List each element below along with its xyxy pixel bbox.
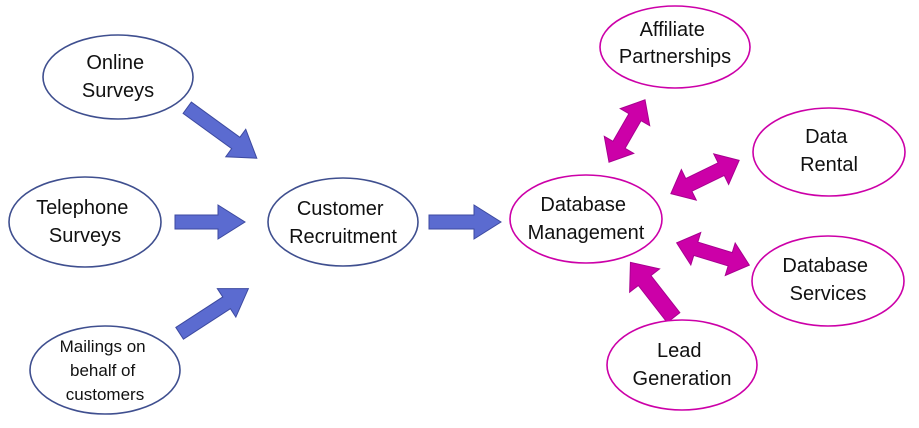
svg-text:Customer Recruitment: Customer Recruitment	[289, 198, 397, 248]
arrow-database-services	[675, 231, 751, 277]
node-label-line: Surveys	[49, 225, 121, 247]
svg-text:Affiliate Partnerships: Affiliate Partnerships	[619, 19, 731, 68]
node-label-line: behalf of	[70, 361, 135, 380]
node-database-services: Database Services	[751, 235, 905, 327]
node-label-line: Online	[86, 52, 144, 74]
node-label-line: Partnerships	[619, 46, 731, 68]
arrow-database-affiliate	[603, 99, 651, 163]
node-label-line: Recruitment	[289, 226, 397, 248]
node-label-line: Lead	[657, 340, 702, 362]
node-mailings-on-behalf: Mailings on behalf of customers	[29, 325, 181, 415]
node-customer-recruitment: Customer Recruitment	[267, 177, 419, 267]
node-database-management: Database Management	[509, 174, 663, 264]
arrow-recruitment-to-database	[428, 204, 502, 240]
node-affiliate-partnerships: Affiliate Partnerships	[599, 5, 751, 89]
arrow-database-data-rental	[670, 153, 740, 201]
svg-text:Data Rental: Data Rental	[800, 126, 858, 176]
svg-text:Lead Generation: Lead Generation	[633, 340, 732, 390]
node-label-line: customers	[66, 385, 144, 404]
node-lead-generation: Lead Generation	[606, 319, 758, 411]
arrow-online-to-recruitment	[182, 101, 258, 159]
svg-text:Mailings on behalf of: Mailings on behalf of customers	[60, 337, 151, 404]
node-label-line: Database	[540, 194, 626, 216]
svg-text:Telephone Surveys: Telephone Surveys	[36, 197, 134, 247]
node-label-line: Data	[805, 126, 848, 148]
svg-text:Online Surveys: Online Surveys	[82, 52, 154, 102]
node-data-rental: Data Rental	[752, 107, 906, 197]
node-label-line: Mailings on	[60, 337, 146, 356]
node-label-line: Telephone	[36, 197, 128, 219]
node-telephone-surveys: Telephone Surveys	[8, 176, 162, 268]
arrow-lead-to-database	[629, 261, 681, 324]
node-label-line: Rental	[800, 154, 858, 176]
node-label-line: Management	[528, 222, 645, 244]
node-label-line: Database	[782, 255, 868, 277]
node-label-line: Customer	[297, 198, 384, 220]
svg-text:Database Management: Database Management	[528, 194, 645, 244]
svg-text:Database Services: Database Services	[782, 255, 873, 305]
node-label-line: Surveys	[82, 80, 154, 102]
arrow-mailings-to-recruitment	[175, 288, 250, 340]
arrow-telephone-to-recruitment	[174, 204, 246, 240]
node-label-line: Affiliate	[640, 19, 705, 41]
node-label-line: Services	[790, 283, 867, 305]
node-online-surveys: Online Surveys	[42, 34, 194, 120]
node-label-line: Generation	[633, 368, 732, 390]
